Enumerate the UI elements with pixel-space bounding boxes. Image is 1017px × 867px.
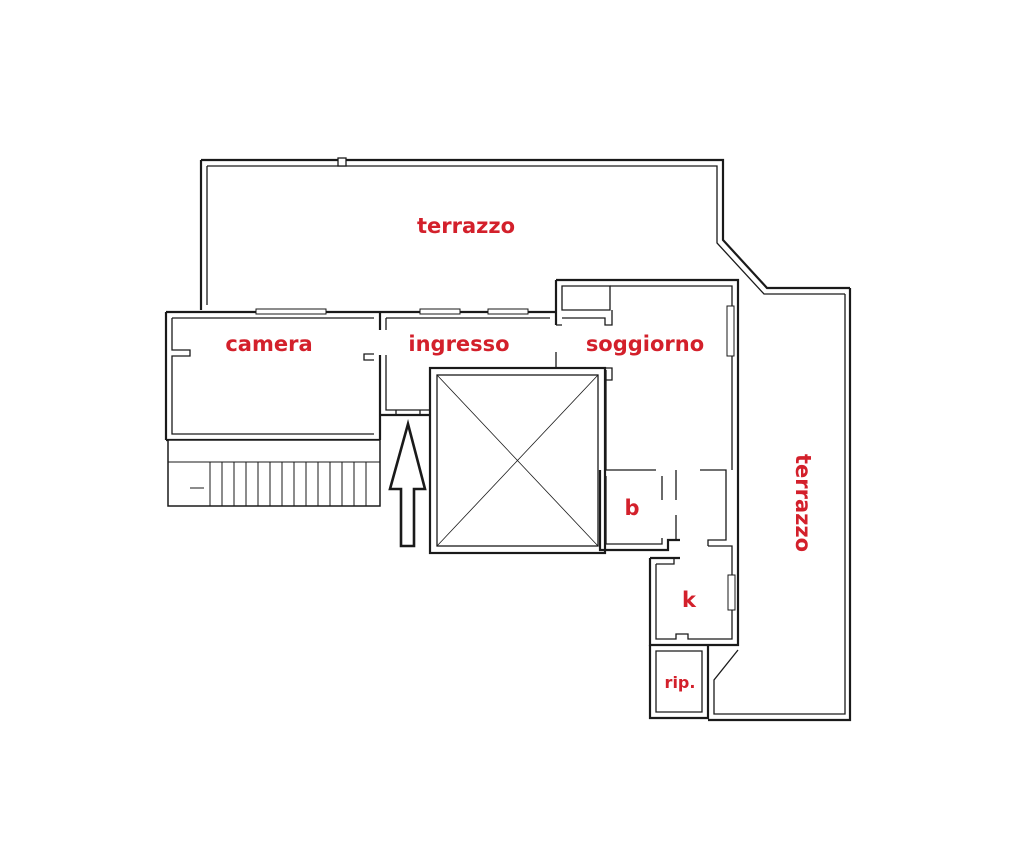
shaft-void (428, 366, 607, 555)
terrace-top-outline (199, 157, 850, 310)
label-bagno: b (624, 496, 639, 520)
stairs-hatch (167, 439, 381, 507)
label-terrazzo-top: terrazzo (417, 214, 515, 238)
ripostiglio-walls (648, 645, 710, 720)
camera-walls (164, 308, 382, 442)
label-ingresso: ingresso (408, 332, 509, 356)
label-ripostiglio: rip. (665, 673, 696, 692)
ingresso-walls (380, 308, 556, 417)
label-soggiorno: soggiorno (586, 332, 704, 356)
bagno-walls (598, 469, 727, 552)
entrance-arrow-icon (388, 418, 427, 548)
label-camera: camera (225, 332, 312, 356)
terrace-right-outline (708, 288, 852, 722)
label-cucina: k (682, 588, 697, 612)
label-terrazzo-right: terrazzo (791, 454, 815, 552)
